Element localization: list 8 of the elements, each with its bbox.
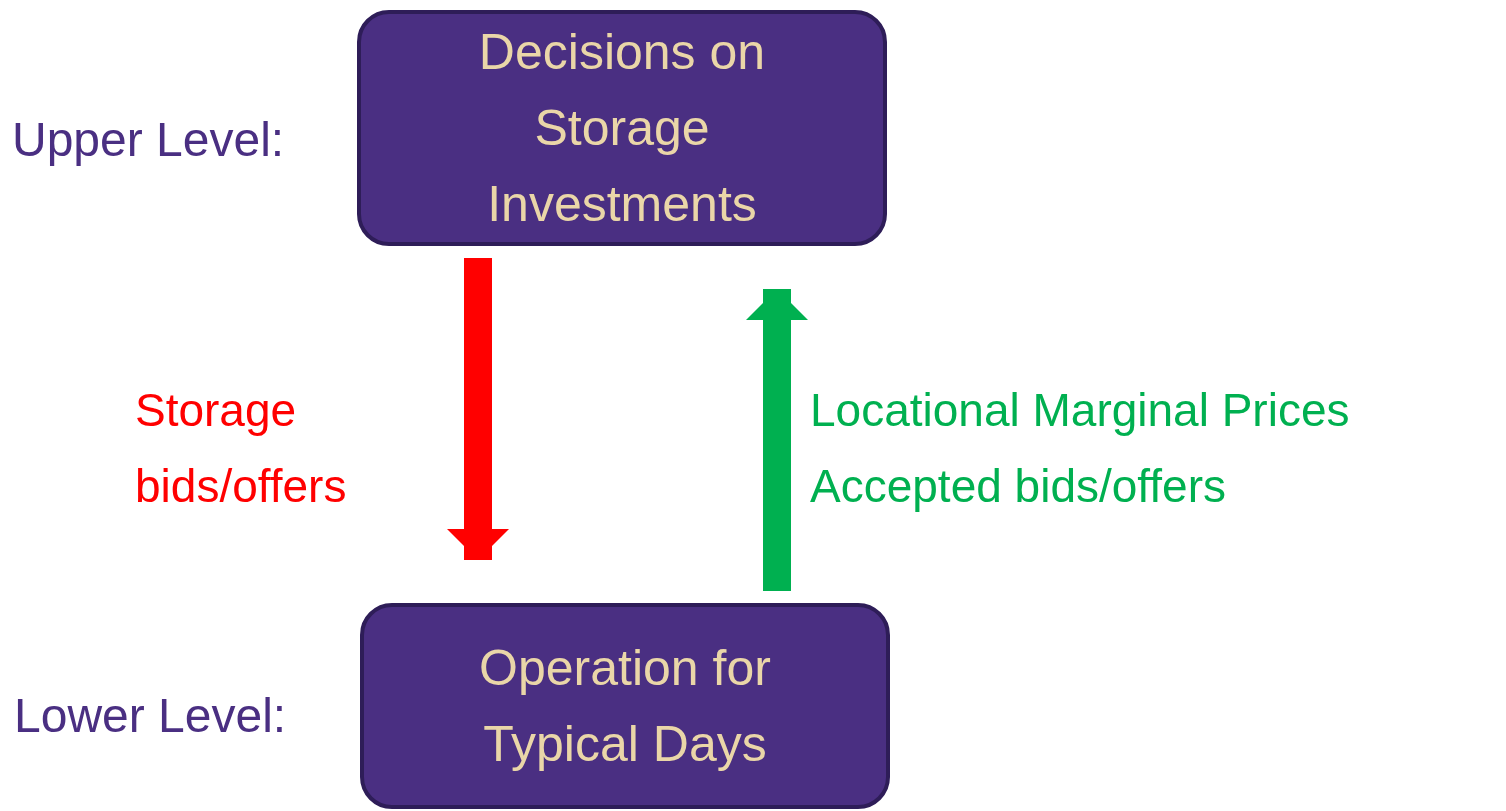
- process-box: [360, 603, 890, 809]
- arrow: [447, 258, 509, 560]
- level-label: Upper Level:: [12, 112, 285, 167]
- process-box: [357, 10, 887, 246]
- arrow: [746, 289, 808, 591]
- level-label: Lower Level:: [14, 688, 287, 743]
- box-label: Operation for Typical Days: [478, 639, 772, 774]
- box-label: Decisions on Storage Investments: [477, 23, 767, 234]
